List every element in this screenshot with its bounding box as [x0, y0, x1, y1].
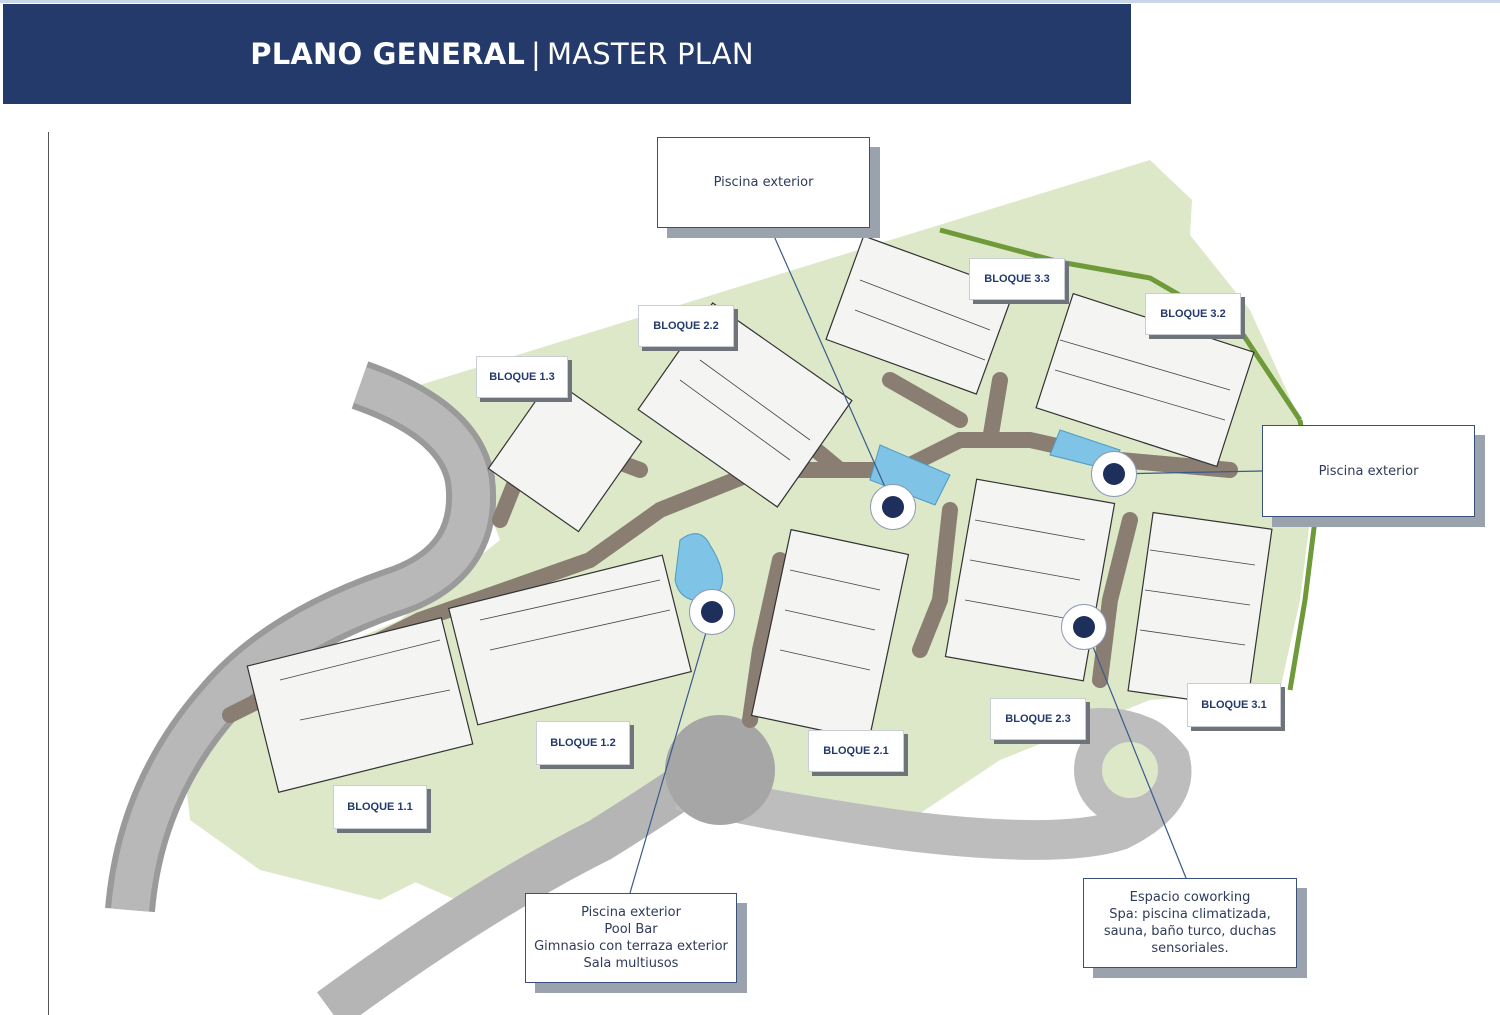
title-banner: PLANO GENERAL|MASTER PLAN [3, 4, 1131, 104]
frame-line [48, 132, 49, 1015]
leader-lines [629, 226, 1263, 894]
callout-spa: Espacio coworking Spa: piscina climatiza… [1083, 878, 1297, 968]
callout-line: Piscina exterior [1318, 463, 1419, 479]
callout-line: sauna, baño turco, duchas [1103, 924, 1277, 939]
callout-line: Espacio coworking [1129, 890, 1251, 905]
pool-marker-right[interactable] [1091, 451, 1137, 497]
top-border [0, 0, 1500, 3]
title-english: MASTER PLAN [547, 37, 754, 71]
pool-marker-top[interactable] [870, 484, 916, 530]
callout-line: Piscina exterior [713, 175, 814, 190]
building-details [279, 279, 1256, 721]
block-label-3-2[interactable]: BLOQUE 3.2 [1145, 293, 1241, 335]
block-label-1-1[interactable]: BLOQUE 1.1 [333, 785, 427, 829]
block-label-1-2[interactable]: BLOQUE 1.2 [536, 721, 630, 765]
title-separator: | [531, 37, 541, 71]
block-label-3-3[interactable]: BLOQUE 3.3 [969, 258, 1065, 300]
callout-line: Gimnasio con terraza exterior [534, 939, 728, 954]
callout-line: Spa: piscina climatizada, [1109, 907, 1271, 922]
callout-line: Piscina exterior [581, 905, 681, 920]
callout-amenities: Piscina exterior Pool Bar Gimnasio con t… [525, 893, 737, 983]
block-label-1-3[interactable]: BLOQUE 1.3 [476, 356, 568, 398]
marker-dot [701, 601, 723, 623]
marker-dot [1103, 463, 1125, 485]
callout-line: Pool Bar [604, 922, 658, 937]
callout-line: sensoriales. [1151, 941, 1229, 956]
callout-line: Sala multiusos [583, 956, 679, 971]
page-title: PLANO GENERAL|MASTER PLAN [250, 37, 753, 71]
marker-dot [1073, 616, 1095, 638]
marker-dot [882, 496, 904, 518]
callout-pool-top: Piscina exterior [657, 137, 870, 228]
spa-marker[interactable] [1061, 604, 1107, 650]
block-label-2-1[interactable]: BLOQUE 2.1 [808, 730, 904, 772]
amenities-marker[interactable] [689, 589, 735, 635]
callout-pool-right: Piscina exterior [1262, 425, 1475, 517]
title-spanish: PLANO GENERAL [250, 37, 526, 71]
block-label-2-3[interactable]: BLOQUE 2.3 [990, 698, 1086, 740]
block-label-2-2[interactable]: BLOQUE 2.2 [638, 305, 734, 347]
building-footprints [246, 235, 1273, 793]
block-label-3-1[interactable]: BLOQUE 3.1 [1187, 683, 1281, 727]
